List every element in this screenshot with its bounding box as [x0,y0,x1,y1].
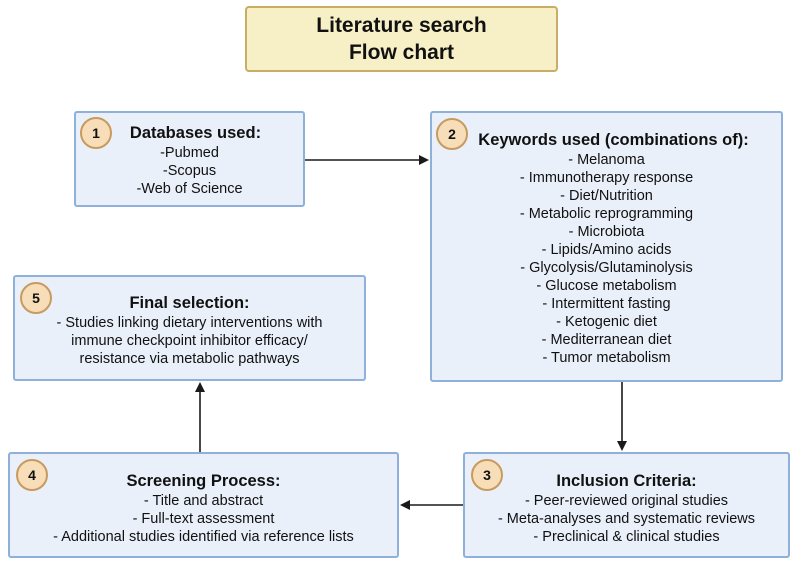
final-selection-line: resistance via metabolic pathways [79,351,300,367]
step-3-badge: 3 [471,459,503,491]
keywords-heading: Keywords used (combinations of): [478,131,749,149]
title-line-1: Literature search [316,14,487,37]
keyword-item: - Glycolysis/Glutaminolysis [520,260,693,276]
keyword-item: - Tumor metabolism [542,350,671,366]
keyword-item: - Metabolic reprogramming [519,206,694,222]
title-line-2: Flow chart [348,41,454,64]
screening-line: - Additional studies identified via refe… [53,529,354,545]
keyword-item: - Lipids/Amino acids [541,242,672,258]
inclusion-line: - Preclinical & clinical studies [533,529,720,545]
inclusion-line: - Meta-analyses and systematic reviews [497,511,756,527]
keyword-item: - Melanoma [568,152,645,168]
databases-box: Databases used: -Pubmed -Scopus -Web of … [74,111,305,207]
inclusion-line: - Peer-reviewed original studies [524,493,729,509]
step-4-badge: 4 [16,459,48,491]
screening-box: Screening Process: - Title and abstract … [8,452,399,558]
keyword-item: - Microbiota [568,224,645,240]
keyword-item: - Diet/Nutrition [560,188,653,204]
screening-line: - Full-text assessment [132,511,275,527]
final-selection-box: Final selection: - Studies linking dieta… [13,275,366,381]
databases-line: -Web of Science [136,181,243,197]
screening-line: - Title and abstract [143,493,264,509]
databases-line: -Pubmed [160,145,219,161]
databases-heading: Databases used: [129,124,262,142]
final-selection-line: - Studies linking dietary interventions … [56,315,323,331]
final-selection-line: immune checkpoint inhibitor efficacy/ [71,333,308,349]
keyword-item: - Ketogenic diet [556,314,657,330]
keyword-item: - Intermittent fasting [542,296,671,312]
inclusion-criteria-box: Inclusion Criteria: - Peer-reviewed orig… [463,452,790,558]
flowchart-title: Literature search Flow chart [245,6,558,72]
keyword-item: - Glucose metabolism [536,278,677,294]
keywords-box: Keywords used (combinations of): - Melan… [430,111,783,382]
screening-heading: Screening Process: [126,472,281,490]
step-1-badge: 1 [80,117,112,149]
keyword-item: - Immunotherapy response [519,170,694,186]
databases-line: -Scopus [162,163,217,179]
final-selection-heading: Final selection: [129,294,250,312]
inclusion-criteria-heading: Inclusion Criteria: [556,472,697,490]
keyword-item: - Mediterranean diet [541,332,672,348]
step-2-badge: 2 [436,118,468,150]
step-5-badge: 5 [20,282,52,314]
